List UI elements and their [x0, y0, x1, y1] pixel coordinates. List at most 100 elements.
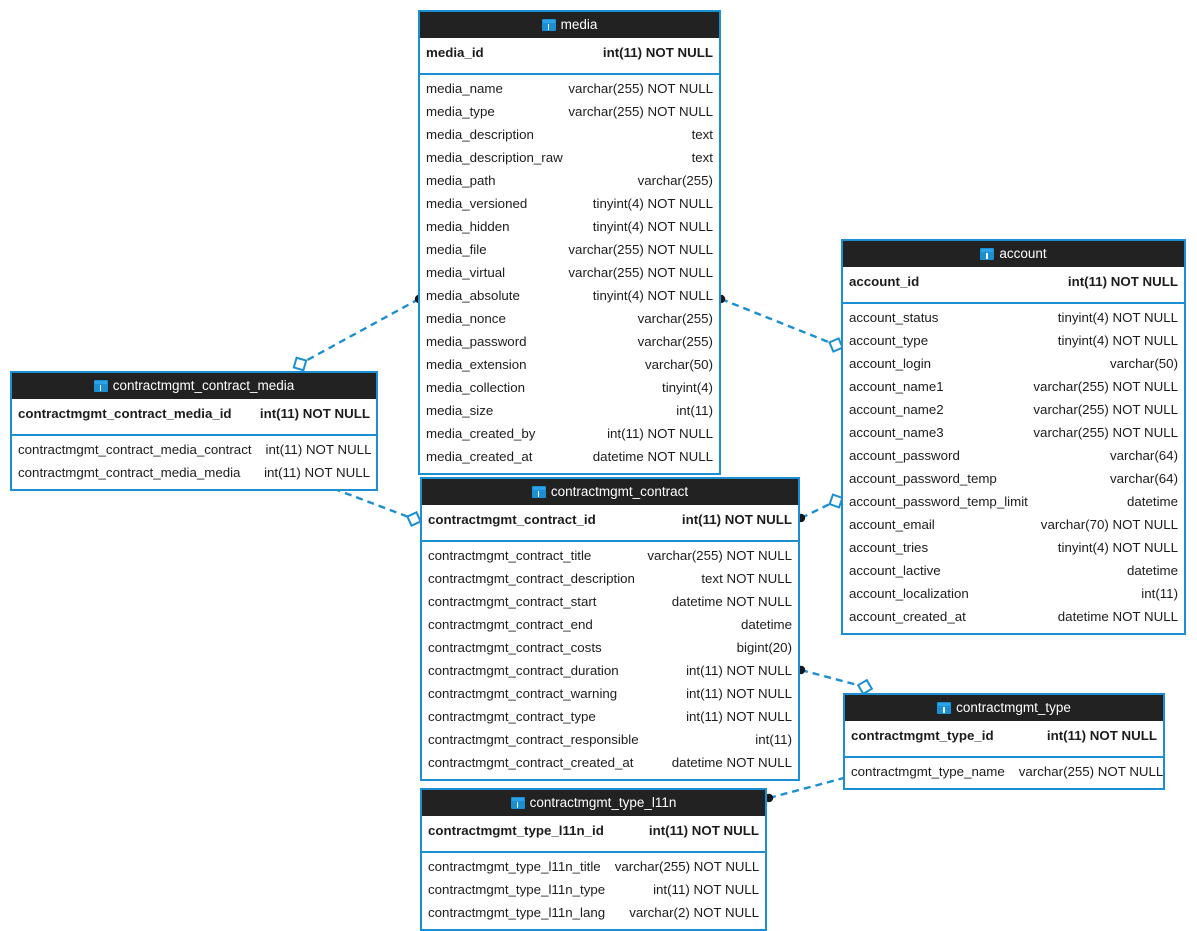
column-type: varchar(64): [1110, 471, 1178, 486]
column-name: media_id: [426, 45, 484, 60]
column-type: datetime: [1127, 494, 1178, 509]
column-name: account_tries: [849, 540, 929, 555]
column-type: varchar(255) NOT NULL: [647, 548, 792, 563]
table-header-contractmgmt_contract[interactable]: contractmgmt_contract: [422, 479, 798, 505]
table-icon: [937, 702, 952, 714]
table-icon: [510, 797, 525, 809]
column-type: datetime: [741, 617, 792, 632]
relationship-endpoint-many: [856, 678, 874, 696]
table-header-contractmgmt_type_l11n[interactable]: contractmgmt_type_l11n: [422, 790, 765, 816]
column-type: varchar(255): [637, 173, 713, 188]
relationship-rel-contract-type[interactable]: [796, 665, 874, 696]
column-type: varchar(255) NOT NULL: [1033, 379, 1178, 394]
column-name: contractmgmt_type_l11n_type: [428, 882, 606, 897]
column-row[interactable]: contractmgmt_contract_description text NO…: [422, 568, 798, 591]
table-header-media[interactable]: media: [420, 12, 719, 38]
relationship-rel-contract-account[interactable]: [796, 493, 844, 523]
table-name: contractmgmt_contract: [550, 484, 689, 499]
column-type: varchar(50): [1110, 356, 1178, 371]
column-name: contractmgmt_contract_description: [428, 571, 635, 586]
table-header-contractmgmt_contract_media[interactable]: contractmgmt_contract_media: [12, 373, 376, 399]
relationship-line: [800, 668, 866, 689]
column-name: account_created_at: [849, 609, 966, 624]
column-name: contractmgmt_type_l11n_title: [428, 859, 601, 874]
column-type: bigint(20): [736, 640, 792, 655]
column-type: int(11) NOT NULL: [686, 709, 792, 724]
column-type: text NOT NULL: [701, 571, 792, 586]
column-type: varchar(2) NOT NULL: [629, 905, 759, 920]
table-header-contractmgmt_type[interactable]: contractmgmt_type: [845, 695, 1163, 721]
column-name: media_created_at: [426, 449, 533, 464]
relationship-rel-media-account[interactable]: [716, 294, 844, 353]
table-icon: [531, 486, 546, 498]
column-type: tinyint(4) NOT NULL: [1057, 310, 1178, 325]
column-name: media_size: [426, 403, 494, 418]
er-table-contractmgmt_contract[interactable]: contractmgmt_contract contractmgmt_contra…: [420, 477, 800, 781]
table-header-account[interactable]: account: [843, 241, 1184, 267]
column-name: account_password: [849, 448, 960, 463]
relationship-rel-media-contract-media[interactable]: [292, 294, 424, 372]
column-type: int(11) NOT NULL: [686, 663, 792, 678]
